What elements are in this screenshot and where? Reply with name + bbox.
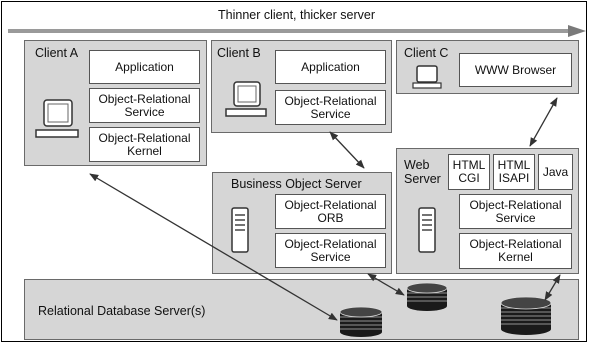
- arrow-web-server-to-database: [544, 274, 561, 301]
- client-a-title: Client A: [35, 46, 79, 60]
- client-a-or-kernel-box: Object-Relational Kernel: [89, 127, 200, 162]
- arrow-client-b-to-business-server: [329, 131, 365, 169]
- client-b-title: Client B: [217, 46, 261, 60]
- database-disk-stack-icon-middle: [406, 282, 448, 311]
- client-c-computer-icon: [412, 65, 442, 89]
- client-c-title: Client C: [404, 46, 449, 60]
- client-a-or-service-box: Object-Relational Service: [89, 88, 200, 123]
- database-disk-stack-icon-left: [339, 306, 383, 337]
- arrow-business-server-to-database: [367, 273, 405, 296]
- client-a-computer-icon: [35, 99, 79, 138]
- web-server-title: Web Server: [404, 158, 441, 186]
- arrow-client-a-to-database: [89, 173, 338, 321]
- client-b-application-box: Application: [275, 50, 386, 84]
- web-html-isapi-box: HTML ISAPI: [493, 154, 535, 190]
- arrow-client-c-to-web-server: [529, 97, 558, 147]
- client-c-www-browser-box: WWW Browser: [459, 53, 572, 87]
- client-b-or-service-box: Object-Relational Service: [275, 90, 386, 125]
- web-or-kernel-box: Object-Relational Kernel: [459, 233, 572, 269]
- banner-label: Thinner client, thicker server: [218, 8, 376, 22]
- web-java-box: Java: [538, 154, 573, 190]
- client-b-computer-icon: [225, 81, 267, 117]
- database-disk-stack-icon-right: [500, 296, 552, 335]
- banner-arrow: [8, 25, 586, 37]
- web-server-tower-icon: [418, 207, 436, 253]
- web-html-cgi-box: HTML CGI: [448, 154, 490, 190]
- client-a-application-box: Application: [89, 50, 200, 84]
- web-or-service-box: Object-Relational Service: [459, 194, 572, 229]
- business-server-tower-icon: [231, 207, 249, 253]
